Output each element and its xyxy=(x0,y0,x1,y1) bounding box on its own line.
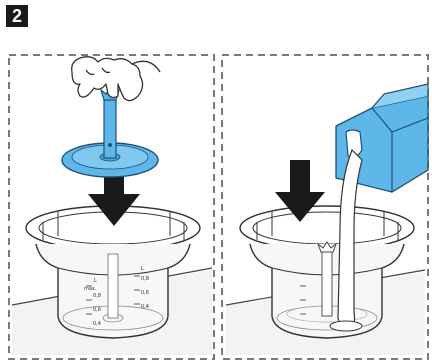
step-number-badge: 2 xyxy=(6,5,28,27)
jug-bowl-icon xyxy=(239,205,415,339)
panel-right-frame xyxy=(221,54,429,360)
liquid-pool xyxy=(329,320,363,332)
jug-bowl-icon xyxy=(25,205,201,339)
hand-icon xyxy=(71,56,161,102)
jug-mark-08-right: 0,8 xyxy=(141,276,149,282)
jug-unit-label-right: L xyxy=(141,266,144,272)
jug-unit-label: L xyxy=(94,278,97,284)
panel-left-frame xyxy=(8,54,215,360)
jug-max-label: max. xyxy=(84,286,97,292)
panel-insert-blade xyxy=(11,56,213,355)
blade-insert-icon xyxy=(61,86,159,178)
jug-mark-06-right: 0,6 xyxy=(141,290,149,296)
down-arrow-icon xyxy=(275,160,325,222)
jug-mark-08: 0,8 xyxy=(93,293,101,299)
jug-mark-06: 0,6 xyxy=(93,307,101,313)
jug-mark-04: 0,4 xyxy=(93,321,101,327)
down-arrow-icon xyxy=(88,158,140,226)
panel-pour-liquid xyxy=(225,83,429,355)
jug-mark-04-right: 0,4 xyxy=(141,304,149,310)
